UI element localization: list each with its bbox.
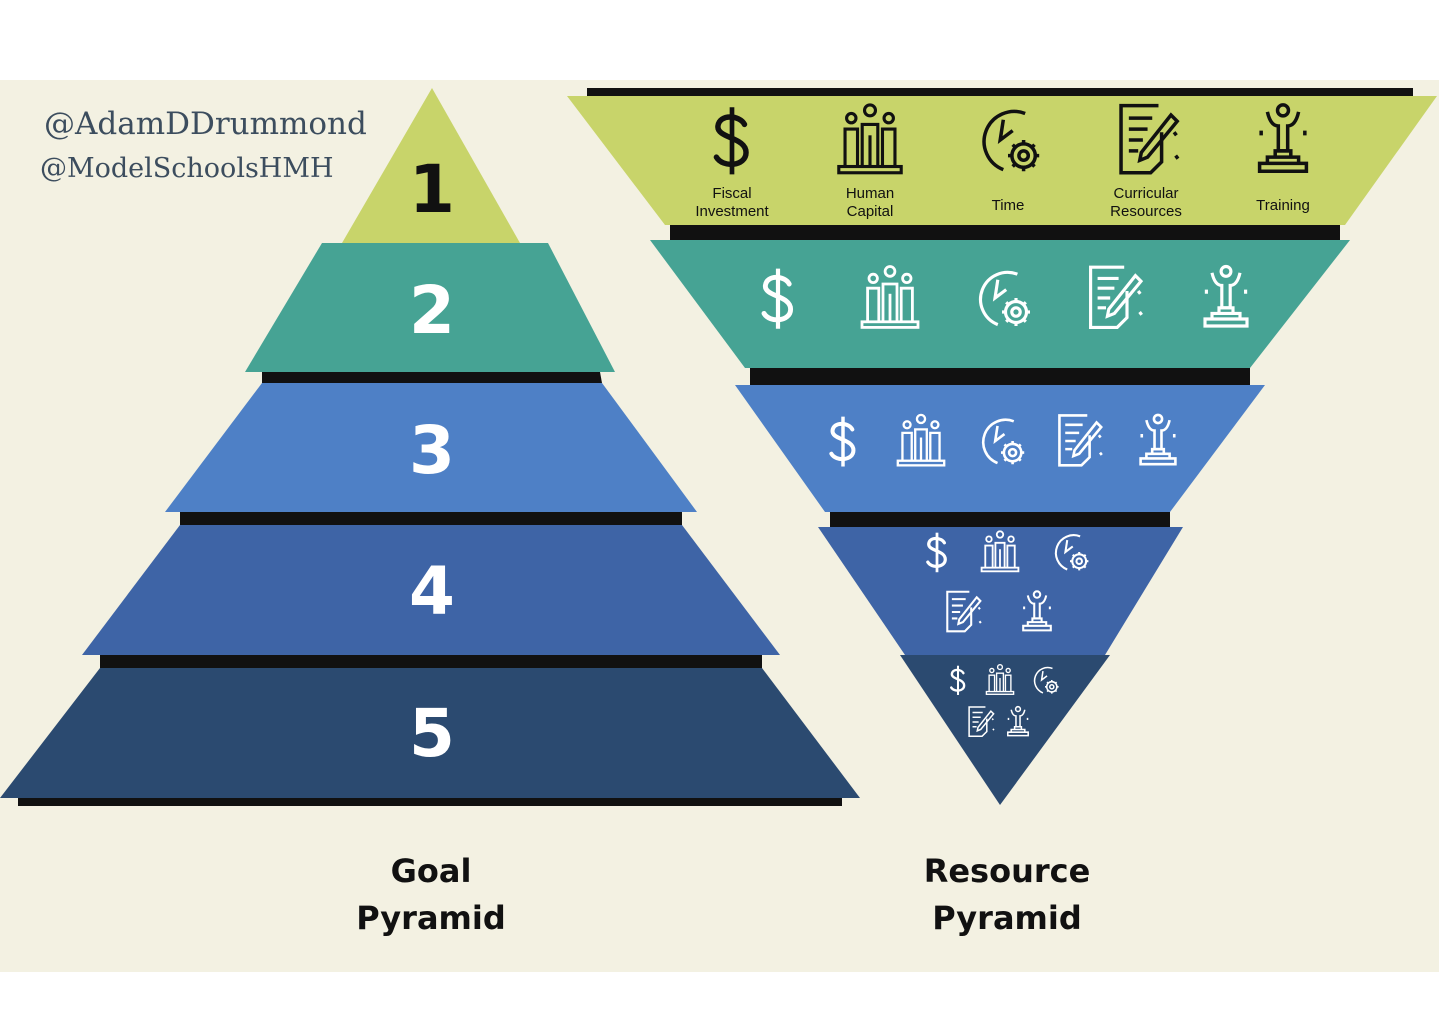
level-shadow <box>100 655 762 668</box>
resource-category-label: Time <box>992 197 1025 214</box>
goal-level-band <box>82 525 780 655</box>
resource-level-band <box>567 96 1437 225</box>
resource-level-3 <box>735 385 1265 527</box>
goal-pyramid-caption-line2: Pyramid <box>356 899 506 937</box>
goal-level-band <box>342 88 520 243</box>
resource-category-label: Human <box>846 185 894 202</box>
goal-level-number: 2 <box>409 272 455 349</box>
goal-pyramid: 1 2 3 4 5 <box>0 88 860 806</box>
resource-level-band <box>900 655 1110 805</box>
resource-category-label: Training <box>1256 197 1310 214</box>
resource-level-4 <box>818 527 1183 655</box>
resource-pyramid-caption-line2: Pyramid <box>932 899 1082 937</box>
goal-level-band <box>0 668 860 798</box>
goal-level-number: 5 <box>409 695 455 772</box>
level-shadow <box>180 512 682 525</box>
goal-level-1: 1 <box>342 88 520 243</box>
resource-level-band <box>818 527 1183 655</box>
goal-level-band <box>245 243 615 372</box>
resource-category-label: Capital <box>847 203 894 220</box>
watermark-handle-1: @AdamDDrummond <box>44 106 367 142</box>
resource-category-label: Investment <box>695 203 769 220</box>
resource-level-band <box>735 385 1265 512</box>
goal-pyramid-caption-line1: Goal <box>391 852 472 890</box>
goal-level-5: 5 <box>0 668 860 806</box>
level-shadow <box>750 368 1250 385</box>
resource-level-5 <box>900 655 1110 805</box>
watermark-handle-2: @ModelSchoolsHMH <box>40 153 334 184</box>
resource-level-2 <box>650 240 1350 385</box>
goal-level-number: 4 <box>409 553 455 630</box>
resource-category-label: Fiscal <box>712 185 751 202</box>
resource-pyramid-caption-line1: Resource <box>924 852 1091 890</box>
level-shadow <box>670 225 1340 240</box>
goal-level-2: 2 <box>245 243 615 383</box>
level-shadow <box>18 798 842 806</box>
resource-category-label: Curricular <box>1113 185 1178 202</box>
resource-level-band <box>650 240 1350 368</box>
resource-category-label: Resources <box>1110 203 1182 220</box>
level-shadow <box>262 372 602 383</box>
level-shadow <box>830 512 1170 527</box>
goal-level-3: 3 <box>165 383 697 525</box>
top-shadow <box>587 88 1413 96</box>
goal-level-number: 1 <box>409 151 455 228</box>
goal-level-number: 3 <box>409 412 455 489</box>
goal-level-4: 4 <box>82 525 780 668</box>
goal-level-band <box>165 383 697 512</box>
